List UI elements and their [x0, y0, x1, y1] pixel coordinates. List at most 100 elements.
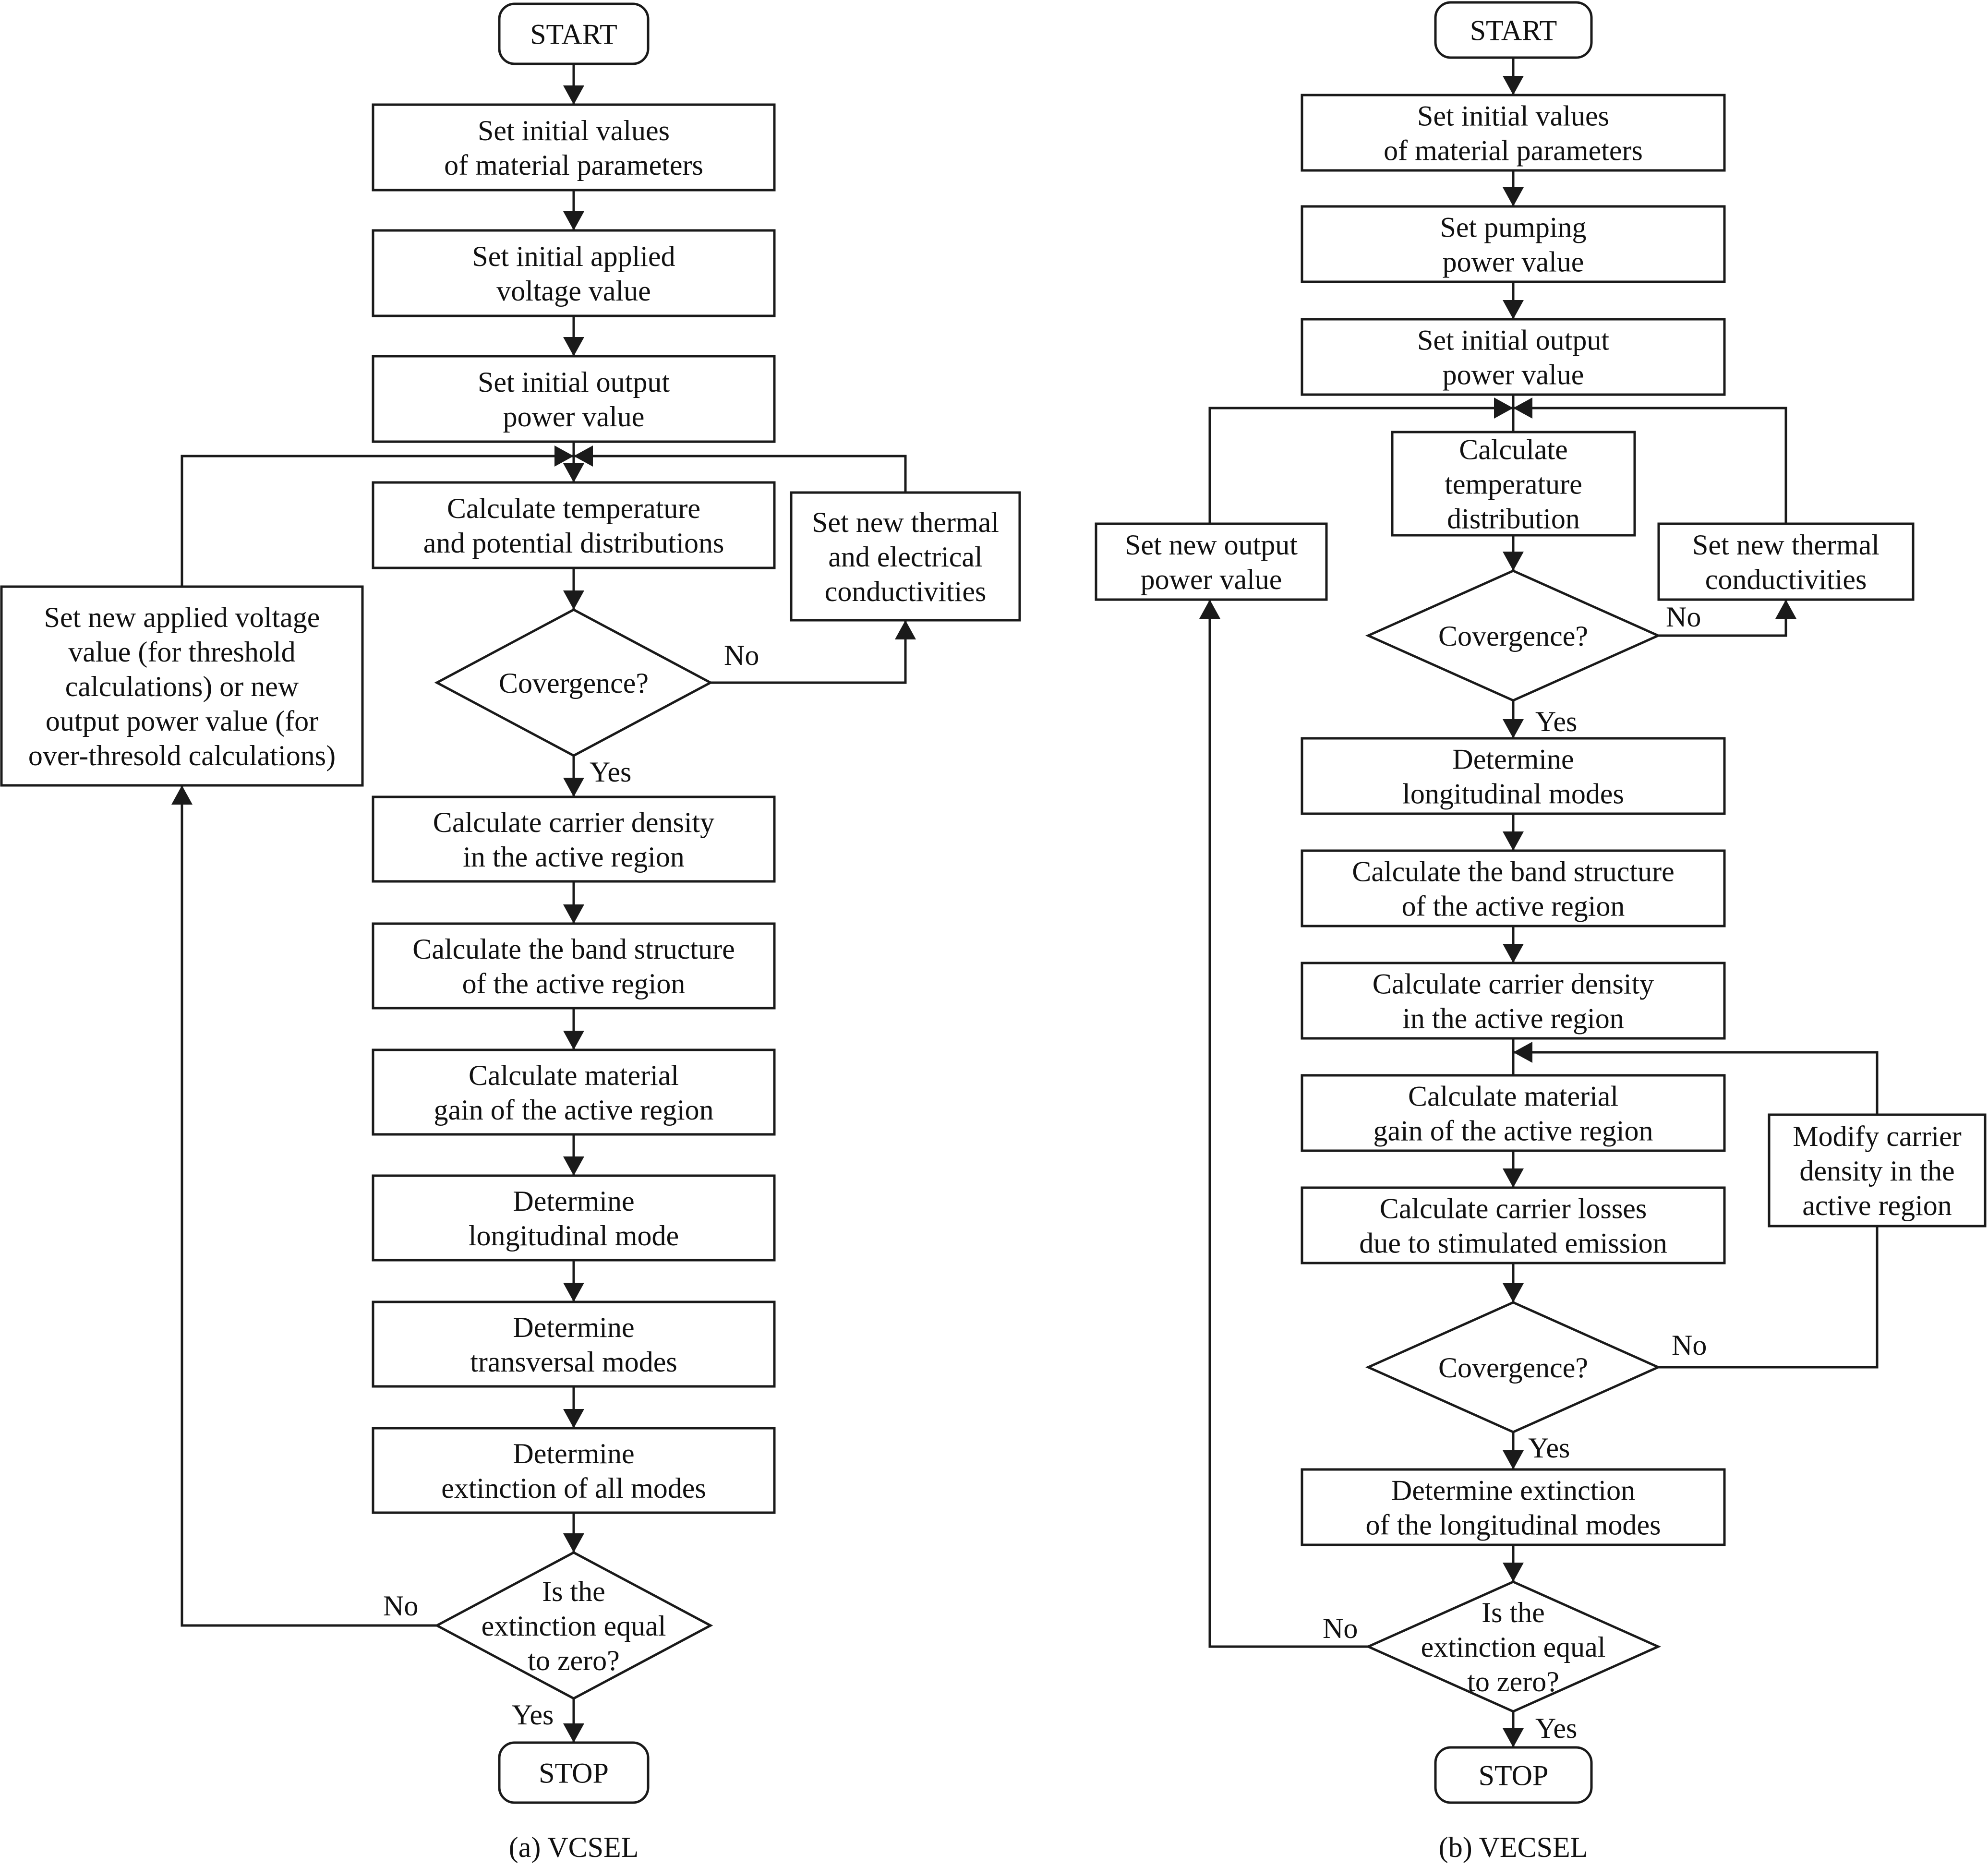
- arrowhead: [563, 590, 584, 610]
- arrowhead: [1775, 600, 1796, 619]
- calc-temperature-box-b-line: distribution: [1447, 503, 1580, 535]
- set-new-voltage-box-a-line: value (for threshold: [68, 636, 295, 668]
- calc-gain-box-b-line: Calculate material: [1408, 1081, 1618, 1112]
- set-initial-material-box-b-line: Set initial values: [1417, 100, 1609, 132]
- set-initial-voltage-box-a-line: voltage value: [496, 275, 651, 307]
- arrowhead: [895, 620, 916, 639]
- calc-losses-box-b: [1301, 1186, 1726, 1264]
- convergence-diamond-b-line: Covergence?: [1438, 620, 1588, 652]
- connector-line: [1658, 1226, 1879, 1369]
- calc-temperature-box-b-line: Calculate: [1459, 434, 1568, 466]
- det-ext-box-a-line: Determine: [513, 1438, 634, 1469]
- connector-arrow: [711, 620, 907, 684]
- yes-label-convergence2-b: Yes: [1528, 1432, 1570, 1464]
- arrowhead: [563, 778, 584, 797]
- stop-terminal-a-line: STOP: [539, 1758, 609, 1789]
- calc-gain-box-a: [372, 1048, 776, 1136]
- ext-zero-diamond-a-line: extinction equal: [482, 1610, 666, 1642]
- arrowhead: [1503, 300, 1524, 319]
- convergence-diamond-b: [1365, 569, 1662, 702]
- calc-carrier-box-a-line: Calculate carrier density: [433, 807, 714, 838]
- convergence-diamond-a-line: Covergence?: [499, 667, 649, 699]
- start-terminal-a-line: START: [530, 19, 617, 50]
- calc-carrier-box-a: [372, 795, 776, 883]
- connector-arrow: [1208, 407, 1513, 524]
- yes-label-convergence-a: Yes: [590, 756, 631, 788]
- arrowhead: [1503, 944, 1524, 963]
- set-thermal-box-b-line: conductivities: [1705, 564, 1867, 595]
- set-new-output-box-b: [1095, 522, 1328, 601]
- calc-gain-box-b: [1301, 1074, 1726, 1152]
- det-long-box-a: [372, 1174, 776, 1262]
- connector-arrow: [181, 455, 574, 587]
- connector-lines: [171, 58, 1879, 1747]
- convergence2-diamond-b-line: Covergence?: [1438, 1352, 1588, 1384]
- start-terminal-b: [1434, 1, 1593, 59]
- calc-band-box-b-line: of the active region: [1402, 891, 1625, 922]
- start-terminal-b-line: START: [1470, 15, 1557, 47]
- set-initial-material-box-a-line: of material parameters: [444, 149, 703, 181]
- arrowhead: [563, 337, 584, 356]
- ext-zero-diamond-a-line: Is the: [542, 1576, 605, 1607]
- set-initial-output-box-b-line: power value: [1443, 359, 1584, 391]
- det-long-box-a-line: longitudinal mode: [469, 1220, 679, 1252]
- arrowhead: [1503, 187, 1524, 206]
- arrowhead: [563, 1283, 584, 1302]
- convergence-diamond-b-text: Covergence?: [1438, 620, 1588, 652]
- set-thermal-box-b-line: Set new thermal: [1692, 529, 1880, 561]
- caption-b: (b) VECSEL: [1439, 1831, 1588, 1863]
- start-terminal-a-text: START: [530, 19, 617, 50]
- stop-terminal-a-text: STOP: [539, 1758, 609, 1789]
- calc-temp-potential-box-a-line: Calculate temperature: [447, 493, 700, 524]
- modify-carrier-box-b: [1768, 1113, 1987, 1228]
- set-initial-output-box-a-line: Set initial output: [478, 366, 670, 398]
- calc-band-box-a-line: Calculate the band structure: [412, 933, 735, 965]
- arrowhead: [1503, 76, 1524, 95]
- caption-a: (a) VCSEL: [509, 1831, 639, 1863]
- arrowhead: [171, 785, 193, 805]
- arrowhead: [1513, 1042, 1532, 1063]
- no-label-convergence2-b: No: [1672, 1329, 1707, 1361]
- set-thermal-electrical-box-a-line: Set new thermal: [812, 506, 999, 538]
- det-ext-box-b: [1301, 1468, 1726, 1546]
- connector-arrow: [1208, 600, 1368, 1648]
- det-long-box-a-line: Determine: [513, 1185, 634, 1217]
- arrowhead: [563, 463, 584, 482]
- arrowhead: [563, 1533, 584, 1553]
- det-trans-box-a-line: Determine: [513, 1312, 634, 1343]
- modify-carrier-box-b-line: Modify carrier: [1793, 1120, 1962, 1152]
- set-thermal-electrical-box-a-line: conductivities: [825, 576, 987, 607]
- det-long-box-b: [1301, 737, 1726, 815]
- arrowhead: [1513, 397, 1532, 419]
- calc-gain-box-a-line: gain of the active region: [434, 1094, 713, 1126]
- set-new-voltage-box-a-line: over-thresold calculations): [28, 740, 336, 771]
- det-long-box-b-line: Determine: [1452, 744, 1574, 775]
- calc-band-box-b-line: Calculate the band structure: [1352, 856, 1674, 888]
- set-pumping-box-b-line: Set pumping: [1440, 212, 1586, 243]
- set-new-voltage-box-a-line: output power value (for: [46, 705, 318, 737]
- arrowhead: [554, 445, 574, 467]
- calc-carrier-box-a-line: in the active region: [463, 841, 684, 873]
- yes-label-convergence-b: Yes: [1535, 706, 1577, 737]
- set-initial-output-box-a: [372, 355, 776, 443]
- arrowhead: [1494, 397, 1513, 419]
- arrowhead: [1503, 1450, 1524, 1469]
- ext-zero-diamond-a-line: to zero?: [528, 1645, 620, 1676]
- det-trans-box-a: [372, 1300, 776, 1388]
- set-initial-material-box-b-line: of material parameters: [1384, 135, 1643, 167]
- det-ext-box-b-line: Determine extinction: [1391, 1475, 1635, 1506]
- convergence-diamond-a-text: Covergence?: [499, 667, 649, 699]
